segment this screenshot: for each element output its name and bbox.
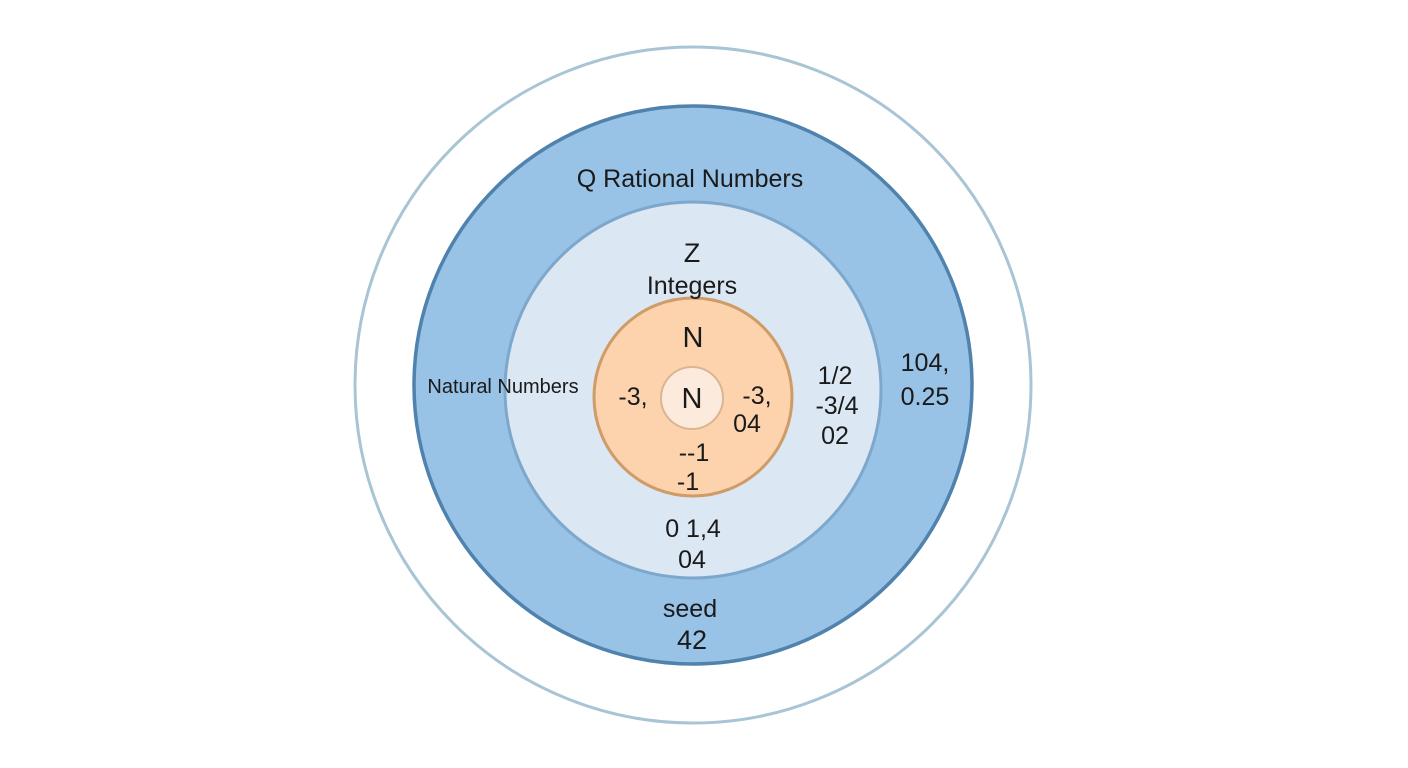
integers-example-right-1: 1/2 (818, 362, 853, 390)
rational-title: Q Rational Numbers (577, 165, 803, 193)
integers-title: Integers (647, 272, 737, 300)
core-set (661, 367, 723, 429)
naturals-example-right-1: -3, (742, 382, 771, 410)
naturals-symbol: N (683, 322, 704, 354)
naturals-example-right-2: 04 (733, 410, 761, 438)
integers-example-right-2: -3/4 (815, 392, 858, 420)
rational-numbers-border (412, 104, 974, 666)
rational-example-right-2: 0.25 (901, 383, 950, 411)
integers-example-bottom-1: 0 1,4 (665, 515, 721, 543)
integers-border (503, 200, 883, 580)
core-border (660, 366, 724, 430)
core-symbol: N (682, 383, 703, 415)
natural-numbers-border (592, 296, 794, 498)
naturals-example-bottom-2: -1 (677, 468, 699, 496)
integers-symbol: Z (684, 238, 701, 268)
rational-example-bottom-2: 42 (677, 625, 707, 655)
naturals-example-bottom-1: --1 (679, 439, 710, 467)
naturals-example-left: -3, (618, 383, 647, 411)
rational-example-bottom-1: seed (663, 595, 717, 623)
rational-example-right-1: 104, (901, 349, 950, 377)
naturals-side-label: Natural Numbers (427, 376, 578, 398)
integers-example-right-3: 02 (821, 422, 849, 450)
integers-example-bottom-2: 04 (678, 546, 706, 574)
